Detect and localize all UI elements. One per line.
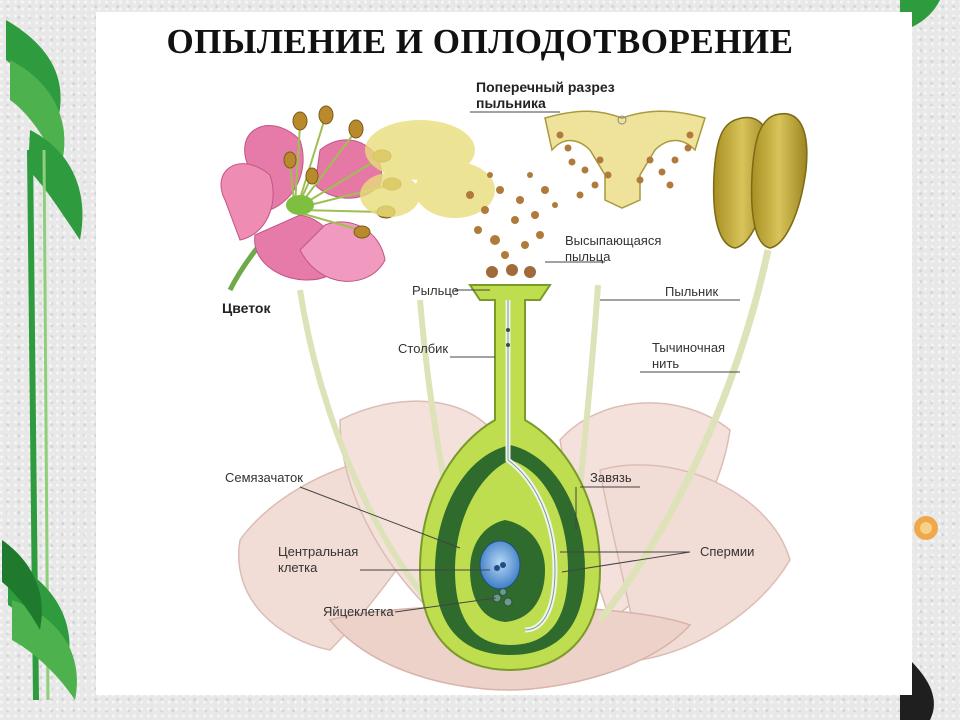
- stigma-label: Рыльце: [412, 283, 459, 298]
- filament-label-1: Тычиночная: [652, 340, 725, 355]
- egg-cell-label: Яйцеклетка: [323, 604, 394, 619]
- flower-label: Цветок: [222, 300, 271, 316]
- central-cell-label-2: клетка: [278, 560, 318, 575]
- pollen-label-1: Высыпающаяся: [565, 233, 661, 248]
- ovule-label: Семязачаток: [225, 470, 303, 485]
- anther-cross-section: [545, 111, 705, 208]
- anther-label: Пыльник: [665, 284, 718, 299]
- central-cell-label-1: Центральная: [278, 544, 358, 559]
- anther-section-label-2: пыльника: [476, 95, 546, 111]
- ovary-label: Завязь: [590, 470, 632, 485]
- style-label: Столбик: [398, 341, 448, 356]
- anther-section-label-1: Поперечный разрез: [476, 79, 615, 95]
- pollen-label-2: пыльца: [565, 249, 611, 264]
- anther: [714, 114, 807, 248]
- sperm-label: Спермии: [700, 544, 754, 559]
- pistil: [420, 264, 600, 670]
- filament-label-2: нить: [652, 356, 679, 371]
- pollen-cloud: [360, 120, 495, 218]
